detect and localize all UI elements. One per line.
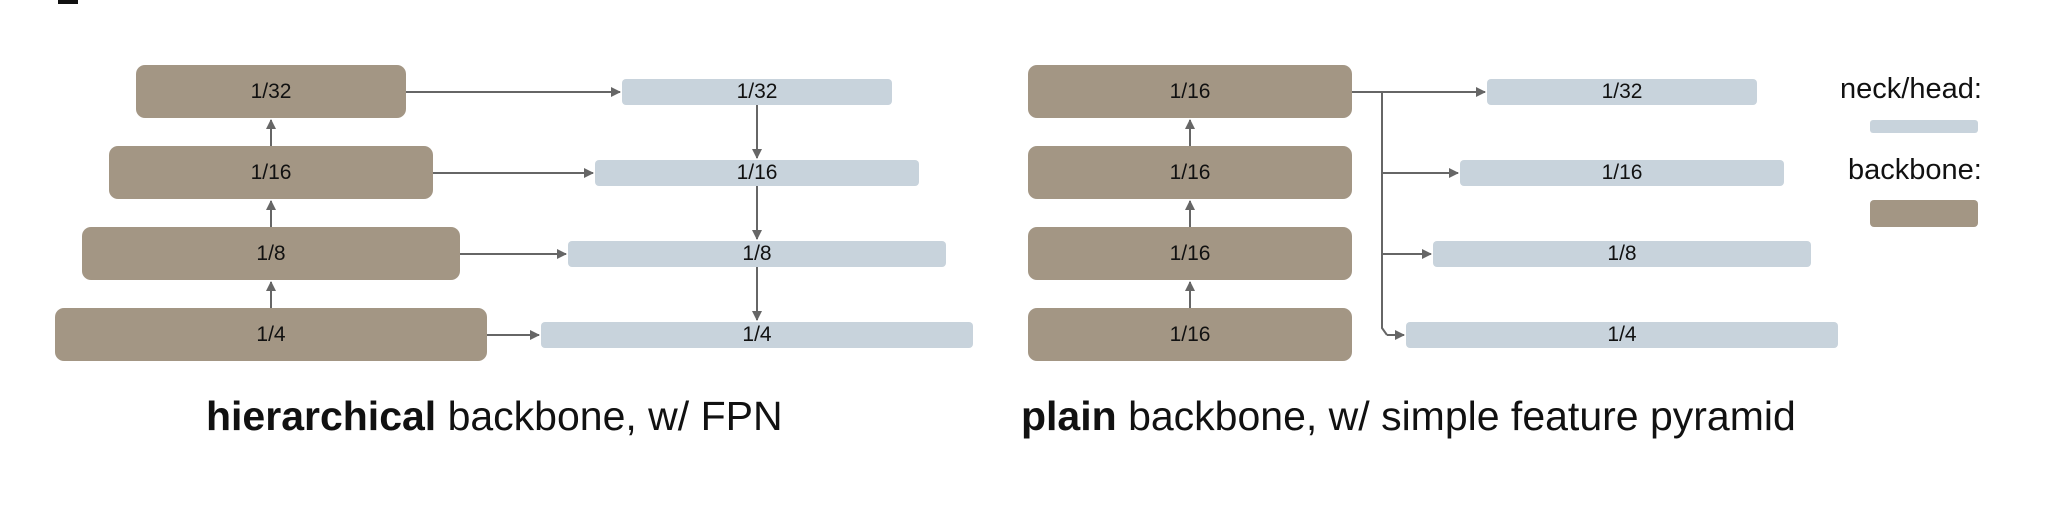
left-caption-bold: hierarchical xyxy=(206,393,437,439)
left-backbone-stage-1: 1/32 xyxy=(136,65,406,118)
left-caption-rest: backbone, w/ FPN xyxy=(436,393,783,439)
right-backbone-stage-3: 1/16 xyxy=(1028,227,1352,280)
right-caption-bold: plain xyxy=(1021,393,1117,439)
right-neck-level-2: 1/16 xyxy=(1460,160,1784,186)
left-caption: hierarchical backbone, w/ FPN xyxy=(206,393,783,440)
left-neck-level-2: 1/16 xyxy=(595,160,919,186)
right-backbone-stage-4: 1/16 xyxy=(1028,308,1352,361)
right-backbone-stage-2: 1/16 xyxy=(1028,146,1352,199)
right-fanout-trunk xyxy=(1381,92,1388,336)
left-backbone-stage-3: 1/8 xyxy=(82,227,460,280)
right-caption-rest: backbone, w/ simple feature pyramid xyxy=(1116,393,1796,439)
left-neck-level-1: 1/32 xyxy=(622,79,892,105)
legend-backbone-label: backbone: xyxy=(1848,154,1982,186)
corner-mark xyxy=(58,0,78,4)
right-caption: plain backbone, w/ simple feature pyrami… xyxy=(1021,393,1796,440)
right-backbone-stage-1: 1/16 xyxy=(1028,65,1352,118)
right-neck-level-4: 1/4 xyxy=(1406,322,1838,348)
left-neck-level-4: 1/4 xyxy=(541,322,973,348)
legend-neck-head-label: neck/head: xyxy=(1840,73,1982,105)
legend-backbone-swatch xyxy=(1870,200,1978,227)
left-backbone-stage-4: 1/4 xyxy=(55,308,487,361)
left-backbone-stage-2: 1/16 xyxy=(109,146,433,199)
left-neck-level-3: 1/8 xyxy=(568,241,946,267)
right-neck-level-3: 1/8 xyxy=(1433,241,1811,267)
right-neck-level-1: 1/32 xyxy=(1487,79,1757,105)
legend-neck-head-swatch xyxy=(1870,120,1978,133)
